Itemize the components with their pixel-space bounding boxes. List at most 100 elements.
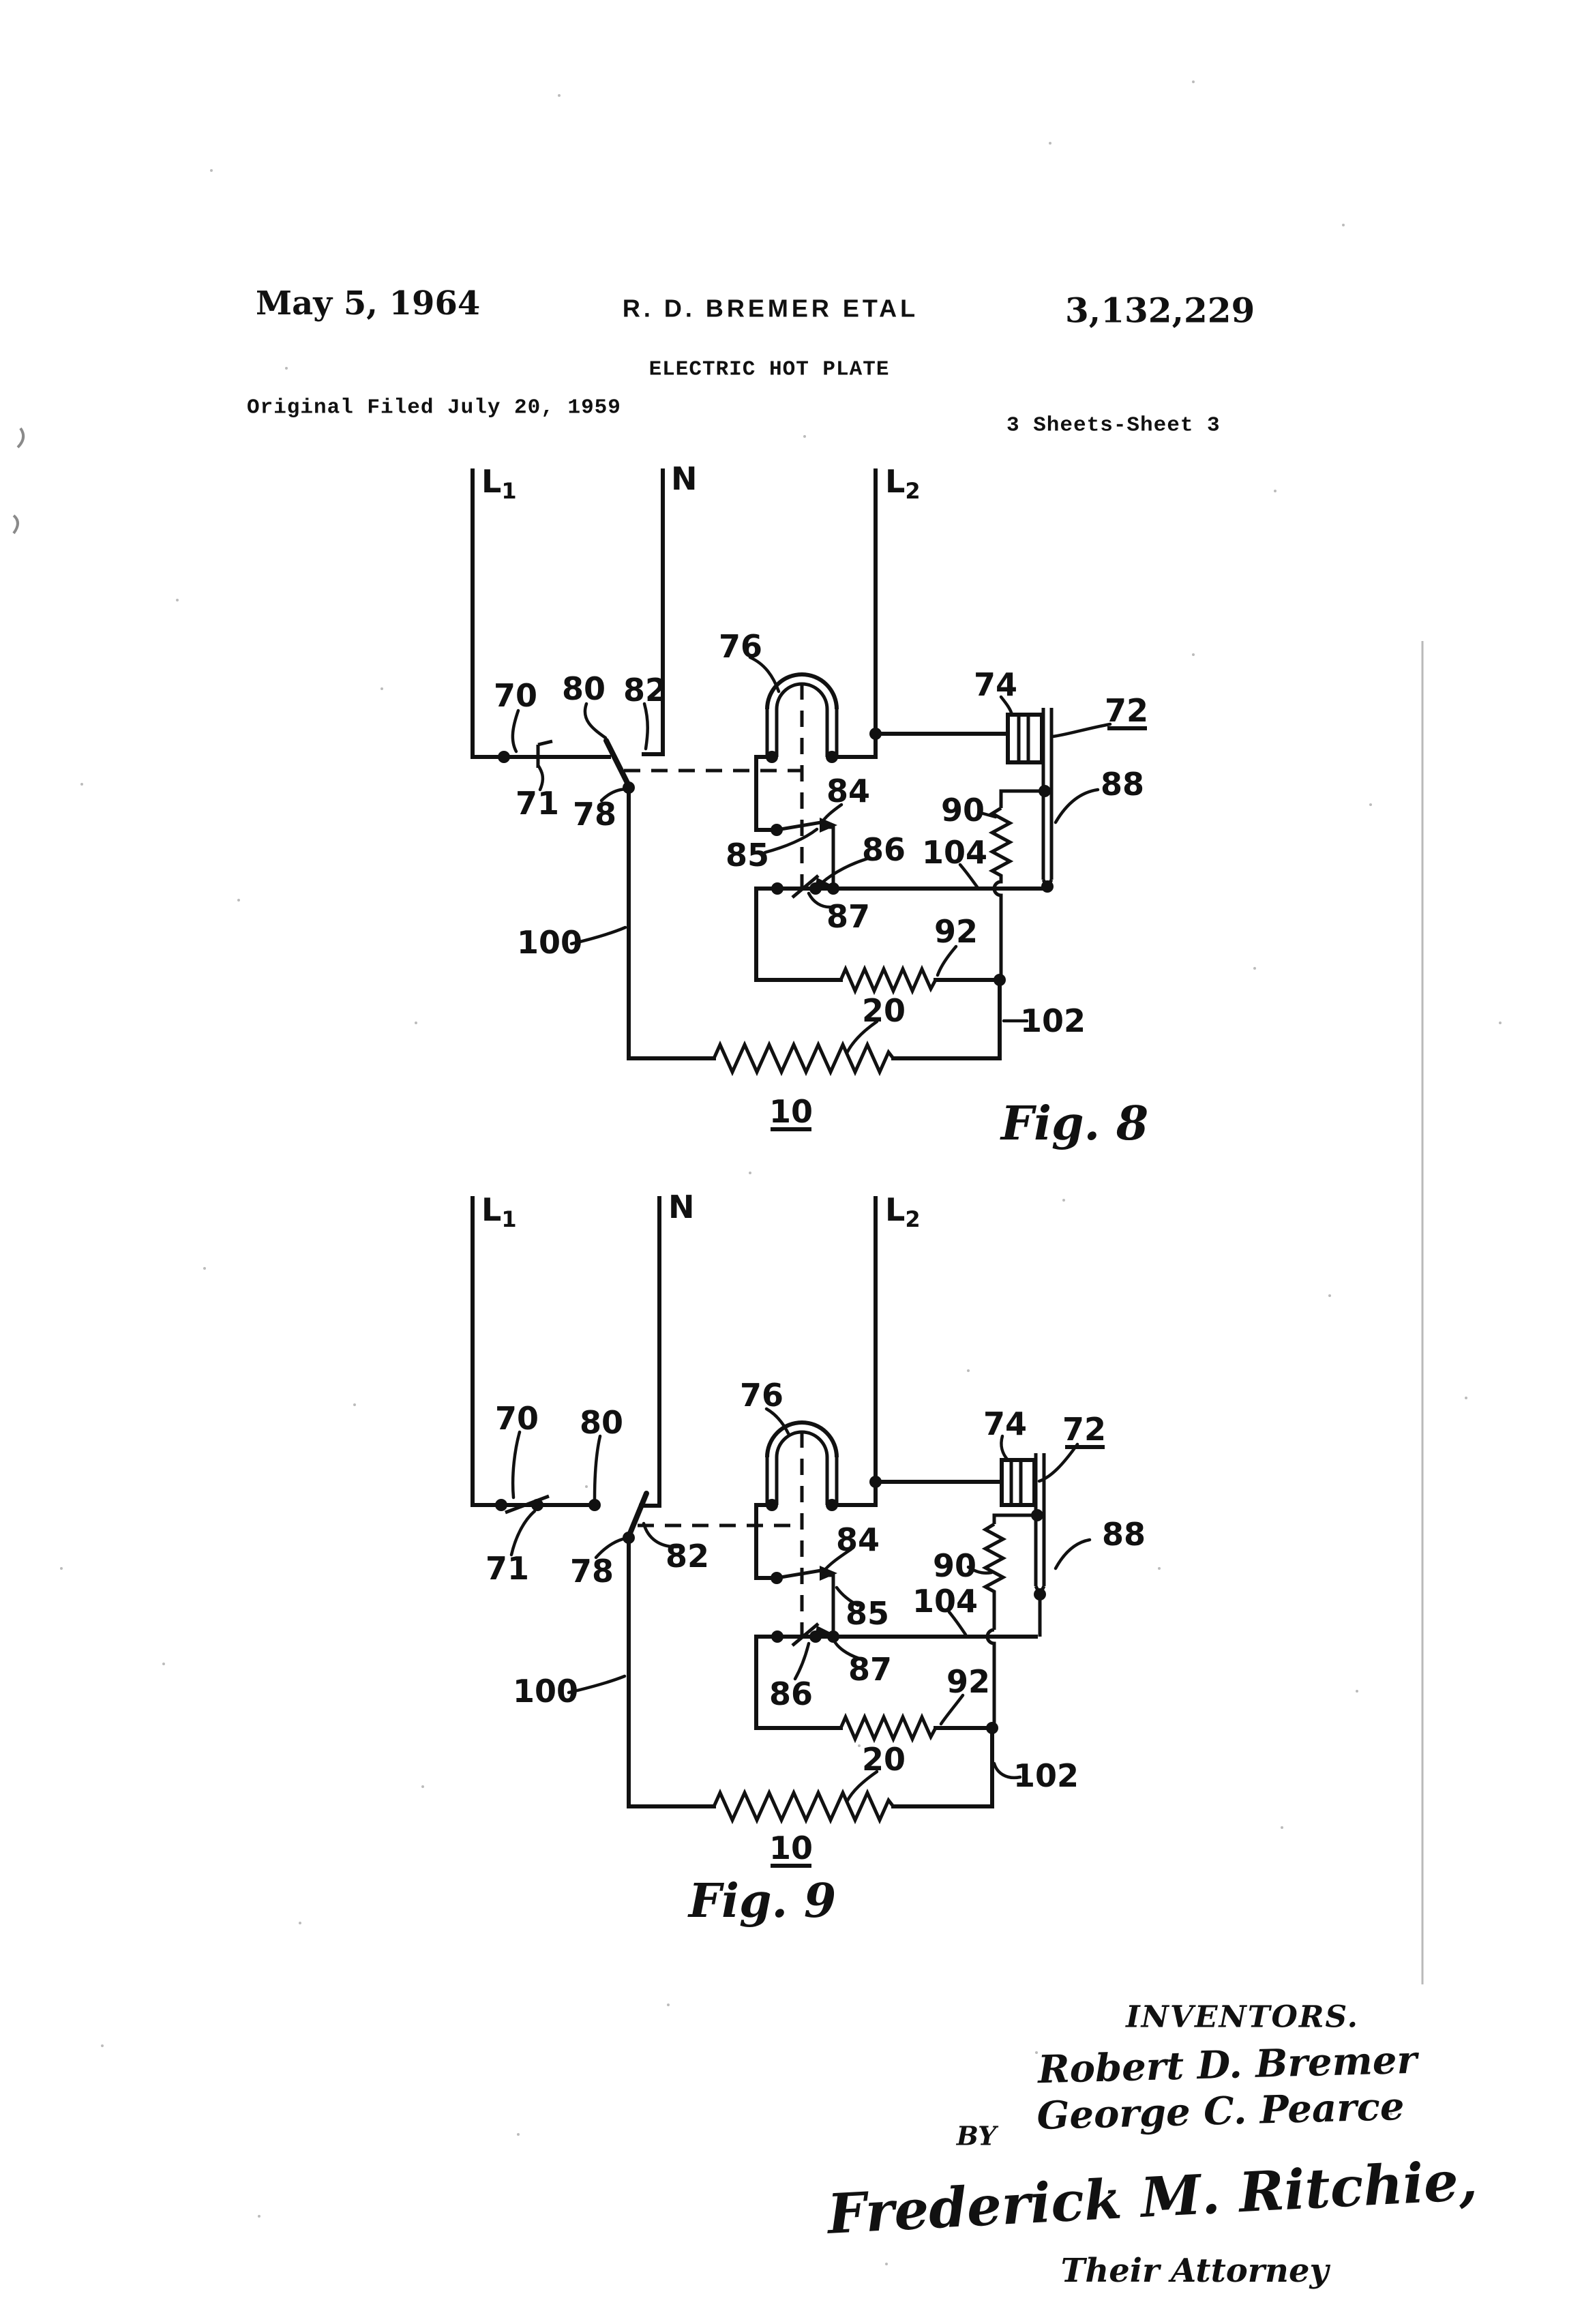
fig8-ref-86: 86	[862, 831, 906, 868]
fig8-contact-84-blade	[776, 820, 822, 832]
fig9-feeder-l1-line	[471, 1196, 597, 1507]
by-label: BY	[956, 2121, 999, 2151]
fig9-leaders	[509, 1407, 1092, 1804]
fig8-feeder-n-label: N	[671, 460, 698, 497]
header-filed: Original Filed July 20, 1959	[247, 396, 621, 420]
fig8-resistor-20	[712, 1040, 895, 1077]
fig8-wire-100-20-loop	[627, 786, 1002, 1060]
fig9-diagram: L1 N L2 70 80 71 78 82 76 74 72 88 90 84…	[471, 1189, 1146, 1928]
fig9-ref-78: 78	[570, 1553, 614, 1590]
fig9-wire-92-branch	[754, 1635, 994, 1730]
fig8-contact-connector	[824, 825, 835, 889]
fig8-feeder-l2-label: L2	[885, 463, 921, 504]
fig9-ref-104: 104	[912, 1583, 978, 1620]
fig8-wire-92-branch	[754, 887, 1002, 982]
fig9-wire-100-20-loop	[627, 1536, 994, 1808]
fig8-ref-102: 102	[1020, 1002, 1086, 1039]
fig9-ref-85: 85	[846, 1595, 889, 1632]
fig8-ref-10: 10	[769, 1093, 813, 1130]
fig9-ref-86: 86	[769, 1675, 813, 1712]
scan-artifacts	[12, 80, 1502, 2265]
fig9-feeder-l2-label: L2	[885, 1191, 921, 1232]
fig8-labels: L1 N L2 70 80 82 71 78 76 74 72 88 90 84…	[481, 460, 1148, 1151]
signature-block: INVENTORS. Robert D. Bremer George C. Pe…	[824, 2000, 1479, 2291]
fig8-leaders	[511, 655, 1112, 1055]
fig9-ref-80: 80	[580, 1404, 623, 1441]
fig9-contact-84-blade	[776, 1568, 822, 1580]
attorney-signature: Frederick M. Ritchie,	[824, 2148, 1479, 2246]
speckles	[60, 80, 1502, 2265]
fig9-ref-10: 10	[769, 1830, 813, 1866]
fig8-ref-84: 84	[826, 773, 870, 809]
fig9-feeder-l2-line	[830, 1196, 878, 1507]
fig9-contact-71-tick	[505, 1494, 550, 1515]
fig8-ref-78: 78	[573, 796, 616, 833]
fig8-ref-82: 82	[623, 672, 667, 709]
fig8-ref-74: 74	[974, 666, 1017, 703]
inventor-name-2: George C. Pearce	[1036, 2084, 1405, 2139]
fig8-heating-element-76	[765, 672, 839, 757]
fig9-ref-88: 88	[1102, 1516, 1146, 1553]
fig8-feeder-l2-line	[830, 468, 878, 759]
fig9-heating-element-76	[765, 1420, 839, 1505]
fig9-ref-82: 82	[666, 1538, 709, 1575]
fig9-thermostat-capsule-74	[1000, 1458, 1036, 1507]
fig9-ref-71: 71	[486, 1550, 529, 1587]
attorney-title: Their Attorney	[1061, 2252, 1331, 2290]
fig9-ref-84: 84	[836, 1521, 880, 1558]
fig9-left-drop	[754, 1503, 779, 1580]
fig8-wire-90-hop	[992, 880, 1003, 980]
header-patent-number: 3,132,229	[1065, 290, 1255, 331]
fig9-labels: L1 N L2 70 80 71 78 82 76 74 72 88 90 84…	[481, 1189, 1146, 1928]
fig9-feeder-n-label: N	[668, 1189, 695, 1225]
fig8-thermostat-probe-88	[1041, 708, 1054, 892]
fig8-ref-20: 20	[862, 992, 906, 1029]
fig8-ref-76: 76	[719, 628, 762, 665]
fig8-ref-100: 100	[517, 924, 582, 961]
fig8-ref-92: 92	[934, 913, 978, 950]
fig8-resistor-90	[988, 806, 1014, 880]
fig8-left-drop	[754, 755, 779, 832]
header-author: R. D. BREMER ETAL	[623, 295, 919, 323]
fig8-feeder-l1-label: L1	[481, 463, 517, 504]
fig9-ref-92: 92	[946, 1663, 990, 1700]
fig9-caption: Fig. 9	[687, 1874, 836, 1928]
fig8-contact-71-tick	[536, 739, 553, 768]
fig8-ref-80: 80	[562, 670, 606, 707]
fig8-feeder-l1-line	[471, 468, 611, 759]
fig9-ref-20: 20	[862, 1741, 906, 1778]
fig8-ref-87: 87	[826, 898, 870, 935]
fig9-ref-74: 74	[983, 1405, 1027, 1442]
fig8-ref-85: 85	[726, 837, 769, 874]
fig8-ref-71: 71	[516, 785, 559, 822]
fig9-contact-86-tick	[791, 1622, 820, 1647]
fig9-resistor-20	[712, 1788, 895, 1825]
fig9-ref-90: 90	[933, 1547, 976, 1584]
fig8-feeder-n-line	[642, 468, 665, 756]
inventors-heading: INVENTORS.	[1124, 2000, 1359, 2035]
fig9-contact-connector	[824, 1573, 835, 1637]
header: May 5, 1964 R. D. BREMER ETAL 3,132,229 …	[247, 284, 1255, 438]
fig9-ref-100: 100	[513, 1673, 578, 1710]
fig8-ref-72: 72	[1105, 692, 1148, 729]
fig8-diagram: L1 N L2 70 80 82 71 78 76 74 72 88 90 84…	[471, 460, 1148, 1151]
fig8-thermostat-capsule-74	[1006, 713, 1044, 764]
fig8-contact-86-tick	[791, 874, 820, 899]
fig9-wire-90-hop	[985, 1628, 996, 1728]
header-date: May 5, 1964	[256, 284, 480, 323]
fig9-feeder-l1-label: L1	[481, 1191, 517, 1232]
fig8-switch-blade	[603, 738, 633, 792]
header-title: ELECTRIC HOT PLATE	[649, 358, 890, 382]
fig9-ref-87: 87	[848, 1651, 892, 1688]
fig9-wire-90-branch	[992, 1513, 1036, 1524]
fig8-wire-90-branch	[999, 789, 1043, 808]
fig8-ref-90: 90	[941, 792, 985, 829]
fig9-feeder-n-line	[639, 1196, 661, 1508]
inventor-name-1: Robert D. Bremer	[1036, 2038, 1420, 2093]
fig9-ref-102: 102	[1013, 1757, 1079, 1794]
fig9-ref-76: 76	[740, 1377, 783, 1414]
fig8-ref-88: 88	[1101, 766, 1144, 803]
fig8-ref-70: 70	[494, 677, 537, 714]
fig8-ref-104: 104	[922, 834, 987, 871]
